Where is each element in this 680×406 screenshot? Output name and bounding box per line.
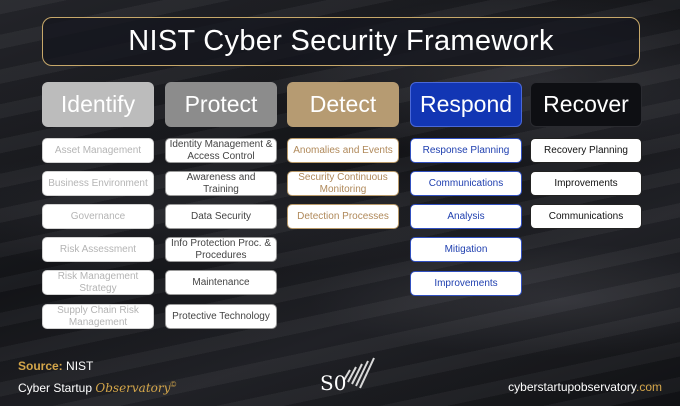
item-analysis: Analysis xyxy=(410,204,522,229)
header-recover: Recover xyxy=(530,82,642,127)
brand-suffix: Observatory xyxy=(95,381,171,395)
item-recover-improvements: Improvements xyxy=(530,171,642,196)
source-value: NIST xyxy=(66,359,94,373)
url-main: cyberstartupobservatory xyxy=(508,380,636,394)
brand-name: Cyber Startup Observatory© xyxy=(18,380,176,395)
item-respond-improvements: Improvements xyxy=(410,271,522,296)
item-governance: Governance xyxy=(42,204,154,229)
header-protect: Protect xyxy=(165,82,277,127)
item-recover-communications: Communications xyxy=(530,204,642,229)
url-tld: .com xyxy=(635,380,662,394)
page-title: NIST Cyber Security Framework xyxy=(128,25,554,57)
item-identity-management: Identity Management & Access Control xyxy=(165,138,277,163)
website-url: cyberstartupobservatory.com xyxy=(508,380,662,394)
item-security-monitoring: Security Continuous Monitoring xyxy=(287,171,399,196)
item-maintenance: Maintenance xyxy=(165,270,277,295)
brand-prefix: Cyber Startup xyxy=(18,381,93,395)
item-protective-technology: Protective Technology xyxy=(165,304,277,329)
header-respond: Respond xyxy=(410,82,522,127)
item-response-planning: Response Planning xyxy=(410,138,522,163)
logo-text: S0 xyxy=(320,371,346,395)
item-anomalies-events: Anomalies and Events xyxy=(287,138,399,163)
item-asset-management: Asset Management xyxy=(42,138,154,163)
item-mitigation: Mitigation xyxy=(410,237,522,262)
item-risk-assessment: Risk Assessment xyxy=(42,237,154,262)
item-awareness-training: Awareness and Training xyxy=(165,171,277,196)
item-respond-communications: Communications xyxy=(410,171,522,196)
title-banner: NIST Cyber Security Framework xyxy=(42,17,640,66)
header-identify: Identify xyxy=(42,82,154,127)
item-supply-chain-risk-management: Supply Chain Risk Management xyxy=(42,304,154,329)
source-note: Source: NIST xyxy=(18,359,93,373)
item-data-security: Data Security xyxy=(165,204,277,229)
item-risk-management-strategy: Risk Management Strategy xyxy=(42,270,154,295)
item-business-environment: Business Environment xyxy=(42,171,154,196)
header-detect: Detect xyxy=(287,82,399,127)
logo-icon: S0 xyxy=(320,357,375,395)
item-detection-processes: Detection Processes xyxy=(287,204,399,229)
brand-mark: © xyxy=(170,380,177,389)
item-info-protection: Info Protection Proc. & Procedures xyxy=(165,237,277,262)
item-recovery-planning: Recovery Planning xyxy=(530,138,642,163)
source-label: Source: xyxy=(18,359,63,373)
